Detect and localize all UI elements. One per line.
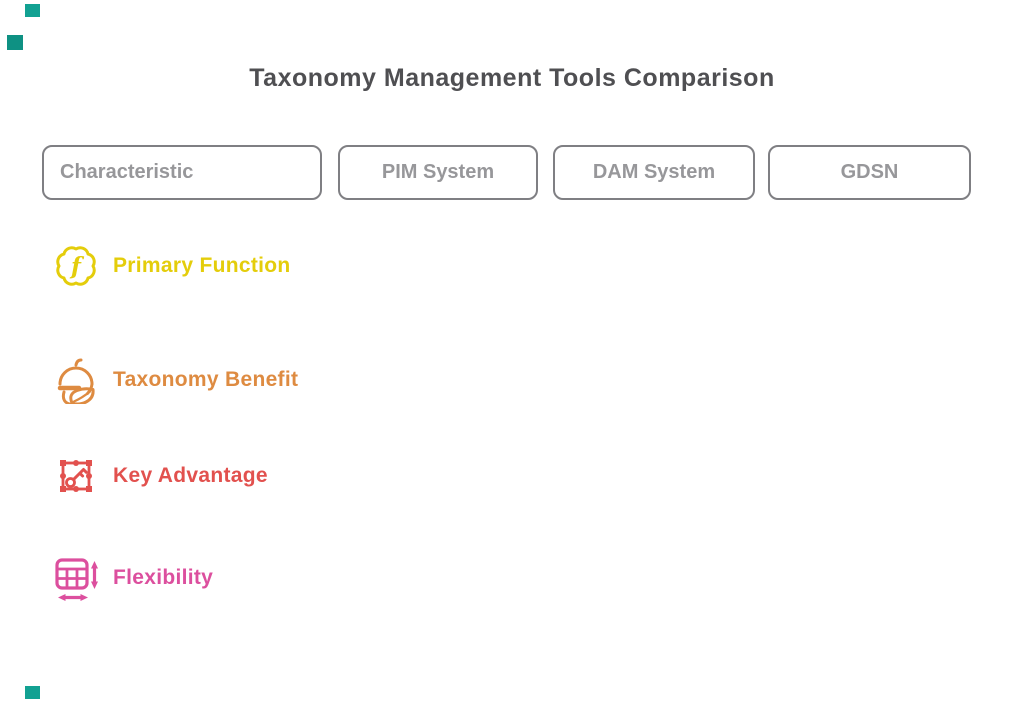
row-header-key-advantage: Key Advantage (52, 452, 268, 500)
column-header-label: GDSN (840, 161, 899, 183)
acorn-leaf-icon (52, 356, 100, 406)
key-selection-frame-icon (52, 452, 100, 500)
page-title: Taxonomy Management Tools Comparison (249, 64, 775, 92)
teal-artifact-mark (25, 686, 40, 699)
row-header-flexibility: Flexibility (52, 554, 213, 602)
column-header-label: Characteristic (60, 161, 194, 183)
column-header-label: DAM System (592, 161, 716, 183)
column-header-characteristic: Characteristic (42, 145, 322, 200)
svg-text:f: f (69, 253, 85, 280)
row-header-label: Primary Function (113, 254, 291, 277)
row-header-label: Key Advantage (113, 464, 268, 487)
row-header-label: Taxonomy Benefit (113, 368, 299, 391)
teal-artifact-mark (7, 35, 23, 50)
resizable-table-icon (52, 554, 100, 602)
row-header-label: Flexibility (113, 566, 214, 589)
function-badge-icon: f (52, 242, 100, 290)
teal-artifact-mark (25, 4, 40, 17)
column-header-pim-system: PIM System (338, 145, 538, 200)
column-header-dam-system: DAM System (553, 145, 755, 200)
row-header-taxonomy-benefit: Taxonomy Benefit (52, 356, 299, 406)
row-header-primary-function: f Primary Function (52, 242, 291, 290)
column-header-label: PIM System (381, 161, 495, 183)
column-header-gdsn: GDSN (768, 145, 971, 200)
